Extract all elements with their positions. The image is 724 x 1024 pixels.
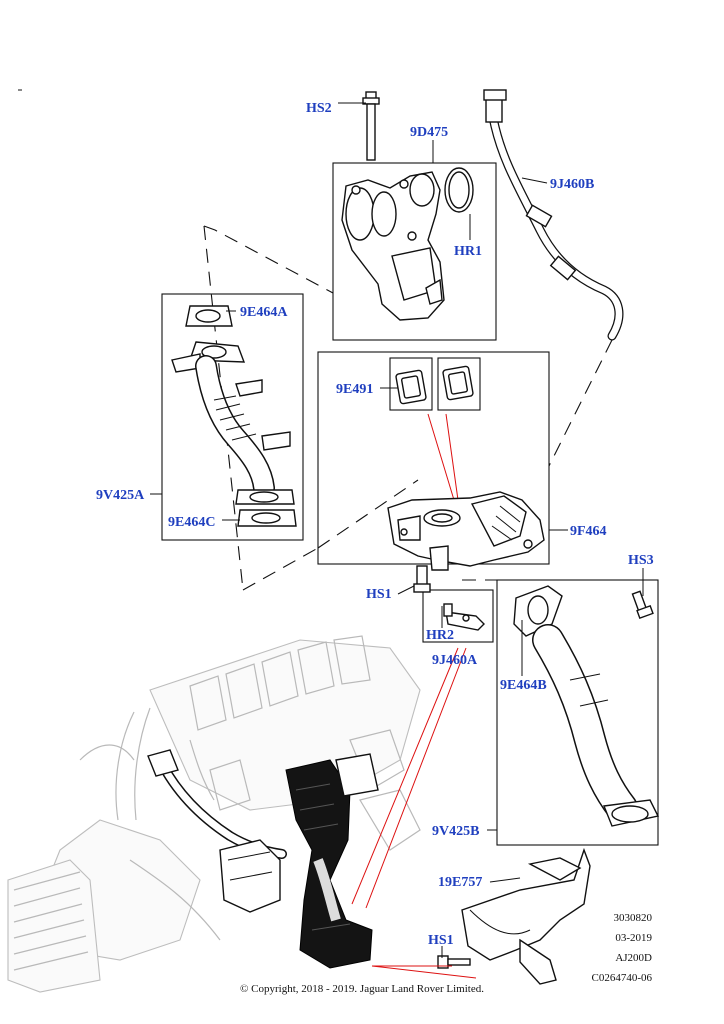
callout-hs1-bottom[interactable]: HS1 [428, 933, 454, 948]
hose-9j460b [483, 89, 624, 341]
callout-9e464c[interactable]: 9E464C [168, 515, 215, 530]
info-line-2: 03-2019 [615, 932, 652, 944]
engine-assembly-ghost [7, 635, 421, 993]
heat-shield-19e757 [461, 847, 591, 985]
box-hr2 [422, 589, 494, 643]
info-line-1: 3030820 [613, 912, 653, 924]
callout-9e464b[interactable]: 9E464B [500, 678, 547, 693]
dash-connector-3 [242, 547, 319, 591]
callout-hs3[interactable]: HS3 [628, 553, 654, 568]
callout-9j460a[interactable]: 9J460A [432, 653, 478, 668]
box-gasket-1 [389, 357, 433, 411]
dash-connector-1 [203, 225, 334, 294]
sensor-hr2 [443, 603, 485, 631]
callout-9f464[interactable]: 9F464 [570, 524, 607, 539]
callout-hs1-top[interactable]: HS1 [366, 587, 392, 602]
valve-body-9d475 [341, 171, 445, 321]
bolt-hs3 [631, 590, 654, 620]
bolt-hs1-bottom [437, 955, 471, 969]
dash-connector-5 [548, 339, 613, 467]
copyright-notice: © Copyright, 2018 - 2019. Jaguar Land Ro… [240, 983, 484, 995]
callout-9v425b[interactable]: 9V425B [432, 824, 479, 839]
pipe-9v425b [513, 585, 660, 827]
drawing-info-block: 3030820 03-2019 AJ200D C0264740-06 [592, 908, 653, 988]
info-line-3: AJ200D [615, 952, 652, 964]
pipe-9v425a [171, 305, 297, 527]
callout-hr2[interactable]: HR2 [426, 628, 454, 643]
callout-9e491[interactable]: 9E491 [336, 382, 373, 397]
callout-9j460b[interactable]: 9J460B [550, 177, 594, 192]
gasket-leader-lines [427, 413, 459, 501]
engine-hose-valve [147, 749, 379, 913]
highlighted-cooler-engine [285, 759, 373, 969]
callout-9e464a[interactable]: 9E464A [240, 305, 288, 320]
bolt-hs2 [362, 91, 380, 161]
leader-19e757 [489, 877, 521, 883]
leader-hs1-top [397, 585, 415, 595]
box-9v425b [496, 579, 659, 846]
box-9d475 [332, 162, 497, 341]
gasket-9e491-b [442, 365, 474, 401]
o-ring-hr1 [444, 167, 474, 213]
callout-hr1[interactable]: HR1 [454, 244, 482, 259]
bolt-hs1-top [413, 565, 431, 593]
callout-19e757[interactable]: 19E757 [438, 875, 482, 890]
box-gasket-2 [437, 357, 481, 411]
hr2-leader-lines-red [351, 647, 467, 909]
info-line-4: C0264740-06 [591, 972, 653, 984]
bottom-leader-lines-red [371, 965, 477, 979]
callout-9v425a[interactable]: 9V425A [96, 488, 145, 503]
egr-cooler-9f464 [387, 491, 545, 571]
box-9v425a [161, 293, 304, 541]
leader-9j460b [521, 177, 548, 184]
callout-9d475[interactable]: 9D475 [410, 125, 448, 140]
gasket-9e491-a [395, 369, 427, 405]
callout-hs2[interactable]: HS2 [306, 101, 332, 116]
dash-connector-2 [203, 225, 244, 591]
dash-connector-4 [317, 479, 419, 549]
